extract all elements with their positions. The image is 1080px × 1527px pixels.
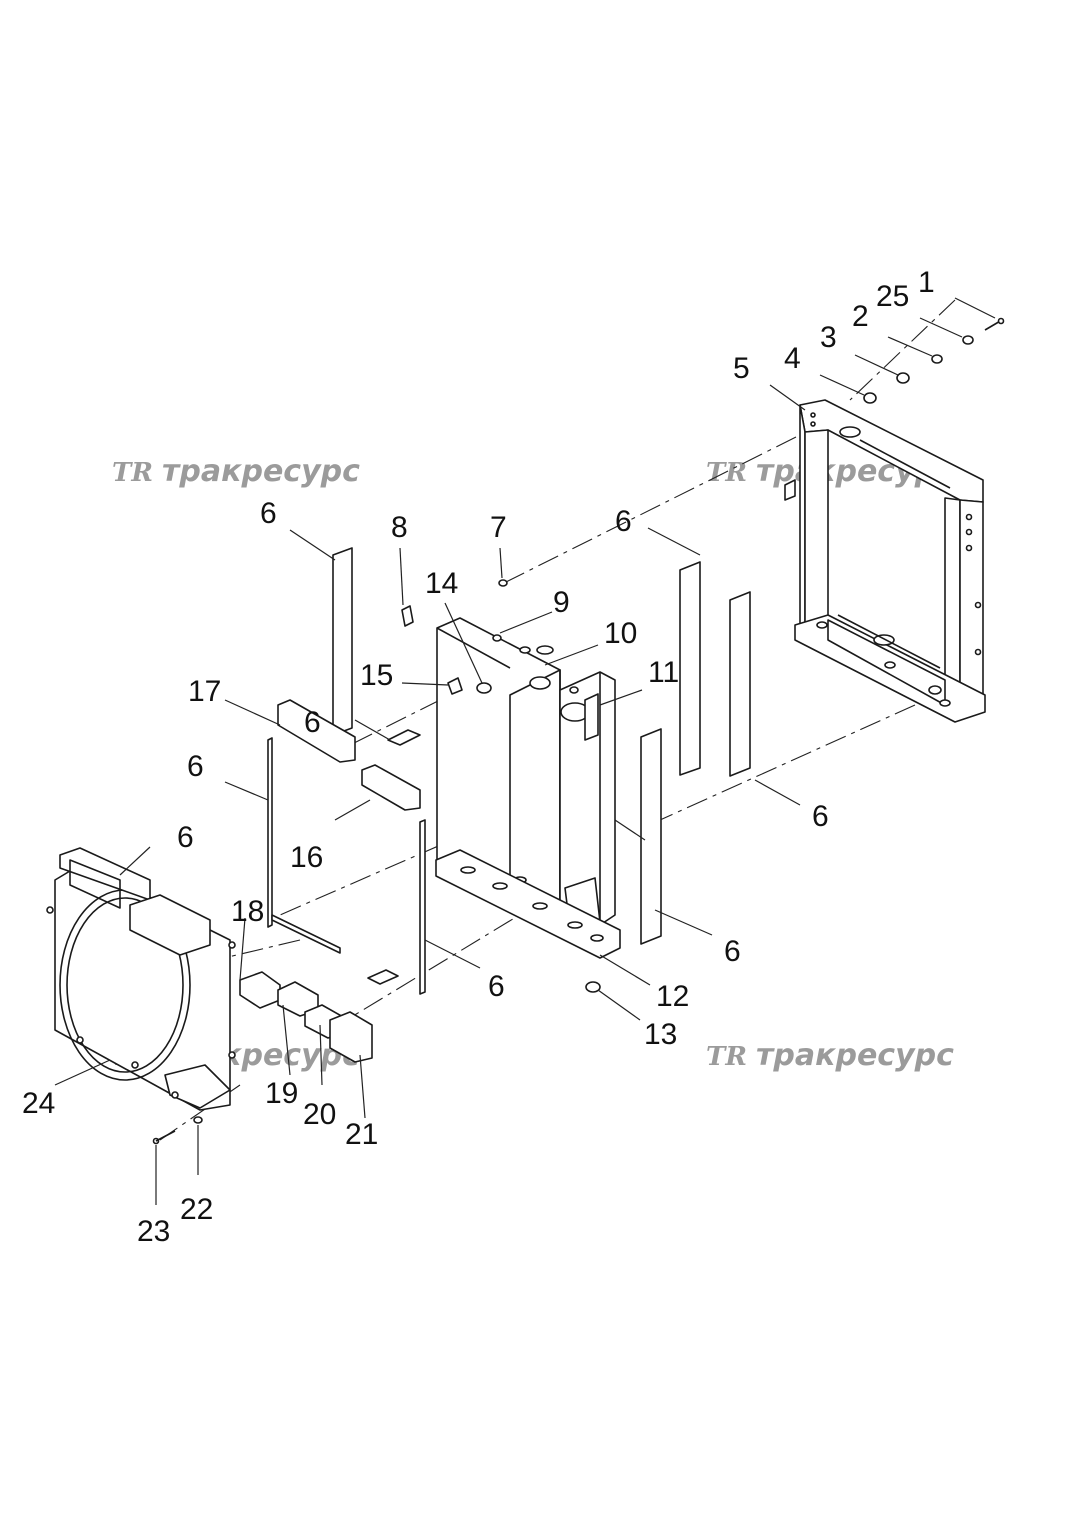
- rubber-mount-13: [585, 981, 601, 993]
- seal-strip-right-low: [640, 728, 662, 945]
- plug-7: [498, 579, 508, 587]
- callout-6-strip-left: 6: [187, 750, 204, 783]
- cooler-core: [435, 617, 621, 959]
- clip-8: [401, 605, 414, 627]
- axis-frame-top: [499, 419, 831, 586]
- axis-shroud-upper: [279, 829, 476, 916]
- callout-11: 11: [648, 656, 679, 689]
- callout-18: 18: [231, 895, 264, 928]
- callout-8: 8: [391, 511, 408, 544]
- callout-6-seal-left: 6: [260, 497, 277, 530]
- bracket-16: [361, 764, 421, 811]
- callout-22: 22: [180, 1193, 213, 1226]
- callout-24: 24: [22, 1087, 55, 1120]
- leader-lines: [54, 297, 996, 1205]
- clip-15: [447, 677, 463, 695]
- washer-22: [193, 1116, 203, 1124]
- bracket-17: [277, 699, 356, 763]
- clamp-block-11: [584, 693, 599, 741]
- seal-strip-right-tall: [679, 561, 701, 776]
- foam-seals-6: [267, 547, 751, 995]
- axis-frame-bottom: [659, 704, 916, 821]
- callout-15: 15: [360, 659, 393, 692]
- axis-seal-upper: [339, 699, 441, 751]
- shroud-brackets: [239, 699, 421, 1063]
- callout-19: 19: [265, 1077, 298, 1110]
- callout-4: 4: [784, 342, 801, 375]
- callout-21: 21: [345, 1118, 378, 1151]
- seal-pad-small-upper: [387, 729, 421, 746]
- callout-7: 7: [490, 511, 507, 544]
- callout-16: 16: [290, 841, 323, 874]
- callout-12: 12: [656, 980, 689, 1013]
- callout-labels: 1 25 2 3 4 5 6 6 6 6 6 6 6 6 6 7 8 9 10 …: [22, 266, 935, 1248]
- seal-pad-small-lower: [367, 969, 399, 985]
- callout-14: 14: [425, 567, 458, 600]
- bolt-23: [152, 1130, 176, 1145]
- lower-bracket-12: [435, 849, 621, 959]
- radiator-frame-5: [784, 399, 986, 723]
- callout-5: 5: [733, 352, 750, 385]
- watermark-text: тракресурс: [756, 1038, 954, 1073]
- axis-bolt-stack: [849, 299, 956, 401]
- watermark-logo: TR: [706, 1042, 747, 1072]
- seal-strip-left-thin: [267, 737, 273, 928]
- callout-2: 2: [852, 300, 869, 333]
- bolt-stack: [863, 317, 1005, 404]
- bolt-1: [984, 317, 1005, 331]
- washer-2: [931, 354, 943, 364]
- nut-4: [863, 392, 877, 404]
- washer-3: [896, 372, 910, 384]
- callout-6-strip-center: 6: [488, 970, 505, 1003]
- callout-6-seal-right: 6: [615, 505, 632, 538]
- callout-3: 3: [820, 321, 837, 354]
- small-fittings: [401, 579, 601, 993]
- callout-6-pad-upper: 6: [304, 706, 321, 739]
- callout-23: 23: [137, 1215, 170, 1248]
- shroud-fasteners: [152, 1116, 203, 1145]
- callout-6-shroud-top: 6: [177, 821, 194, 854]
- callout-25: 25: [876, 280, 909, 313]
- callout-9: 9: [553, 586, 570, 619]
- watermark-bottom-right: TR тракресурс: [706, 1038, 954, 1073]
- callout-1: 1: [918, 266, 935, 299]
- seal-strip-bottom-thin: [271, 914, 341, 954]
- callout-6-strip-low: 6: [724, 935, 741, 968]
- seal-strip-right-mid: [729, 591, 751, 777]
- watermark-logo: TR: [112, 458, 153, 488]
- hose-clamp-14: [476, 682, 492, 694]
- washer-25: [962, 335, 974, 345]
- watermark-text: тракресурс: [162, 454, 360, 489]
- watermark-top-left: TR тракресурс: [112, 454, 360, 489]
- watermark-logo: TR: [706, 458, 747, 488]
- callout-20: 20: [303, 1098, 336, 1131]
- fan-shroud-24: [46, 847, 236, 1111]
- callout-17: 17: [188, 675, 221, 708]
- callout-13: 13: [644, 1018, 677, 1051]
- block-18: [239, 971, 281, 1009]
- seal-strip-center-thin: [419, 819, 426, 995]
- block-21: [329, 1011, 373, 1063]
- callout-10: 10: [604, 617, 637, 650]
- callout-6-frame-lower: 6: [812, 800, 829, 833]
- seal-strip-left-tall: [332, 547, 353, 736]
